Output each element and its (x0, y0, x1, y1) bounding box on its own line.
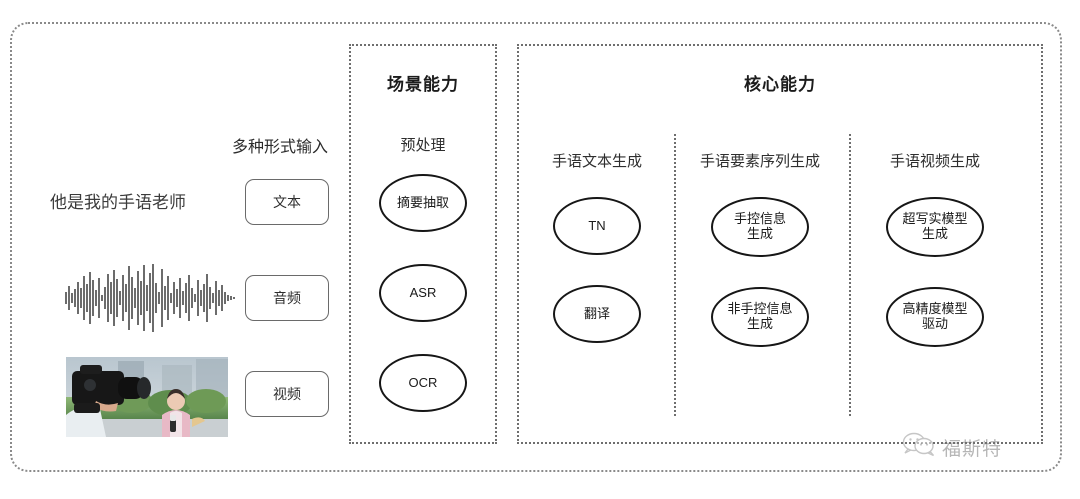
node-label: ASR (409, 284, 437, 300)
scene-node-list: 摘要抽取 ASR OCR (351, 174, 495, 412)
core-node-list: 手控信息 生成 非手控信息 生成 (682, 197, 838, 347)
watermark: 福斯特 (902, 432, 1002, 463)
input-panel: 多种形式输入 他是我的手语老师 (20, 30, 330, 464)
scene-node-summary[interactable]: 摘要抽取 (379, 174, 467, 232)
outer-frame (10, 22, 1062, 472)
core-column-label: 手语视频生成 (889, 153, 980, 170)
node-label-line2: 生成 (921, 226, 948, 241)
scene-capability-section: 场景能力 预处理 摘要抽取 ASR OCR (349, 44, 497, 444)
core-node-list: TN 翻译 (519, 197, 675, 343)
node-label-line1: 手控信息 (733, 211, 786, 227)
core-column-sign-text: 手语文本生成 TN 翻译 (519, 150, 675, 343)
core-column-divider-2 (849, 134, 851, 416)
node-label: 摘要抽取 (396, 194, 449, 210)
core-column-label: 手语要素序列生成 (699, 153, 820, 170)
core-node-manual-info[interactable]: 手控信息 生成 (711, 197, 809, 257)
core-column-divider-1 (674, 134, 676, 416)
node-label-line2: 生成 (746, 226, 773, 241)
core-column-sign-video: 手语视频生成 超写实模型 生成 高精度模型 驱动 (857, 150, 1013, 347)
watermark-text: 福斯特 (942, 439, 1003, 460)
input-chip-audio[interactable]: 音频 (245, 275, 329, 321)
core-node-list: 超写实模型 生成 高精度模型 驱动 (857, 197, 1013, 347)
audio-waveform (60, 262, 240, 334)
input-chip-text[interactable]: 文本 (245, 179, 329, 225)
core-capability-section: 核心能力 手语文本生成 TN 翻译 手语要素序列生成 手控信息 生成 (517, 44, 1043, 444)
node-label-line1: 超写实模型 (902, 211, 968, 227)
core-capability-title: 核心能力 (744, 75, 816, 94)
input-sample-sentence: 他是我的手语老师 (50, 193, 186, 212)
node-label: 翻译 (583, 305, 610, 321)
scene-node-asr[interactable]: ASR (379, 264, 467, 322)
input-chip-video[interactable]: 视频 (245, 371, 329, 417)
scene-preprocess-label: 预处理 (400, 137, 446, 154)
core-column-label: 手语文本生成 (551, 153, 642, 170)
scene-capability-title: 场景能力 (387, 75, 459, 94)
scene-node-ocr[interactable]: OCR (379, 354, 467, 412)
core-node-tn[interactable]: TN (553, 197, 641, 255)
input-panel-heading: 多种形式输入 (232, 139, 329, 156)
node-label-line1: 高精度模型 (902, 301, 968, 317)
core-node-highprecision-model[interactable]: 高精度模型 驱动 (886, 287, 984, 347)
node-label-line1: 非手控信息 (727, 301, 793, 317)
video-thumbnail (66, 357, 228, 437)
node-label: TN (588, 217, 606, 233)
core-node-translate[interactable]: 翻译 (553, 285, 641, 343)
node-label-line2: 生成 (746, 316, 773, 331)
node-label: OCR (408, 374, 438, 390)
core-node-non-manual-info[interactable]: 非手控信息 生成 (711, 287, 809, 347)
node-label-line2: 驱动 (921, 316, 948, 331)
wechat-icon (902, 432, 936, 463)
core-column-sign-elements: 手语要素序列生成 手控信息 生成 非手控信息 生成 (682, 150, 838, 347)
core-node-photoreal-model[interactable]: 超写实模型 生成 (886, 197, 984, 257)
